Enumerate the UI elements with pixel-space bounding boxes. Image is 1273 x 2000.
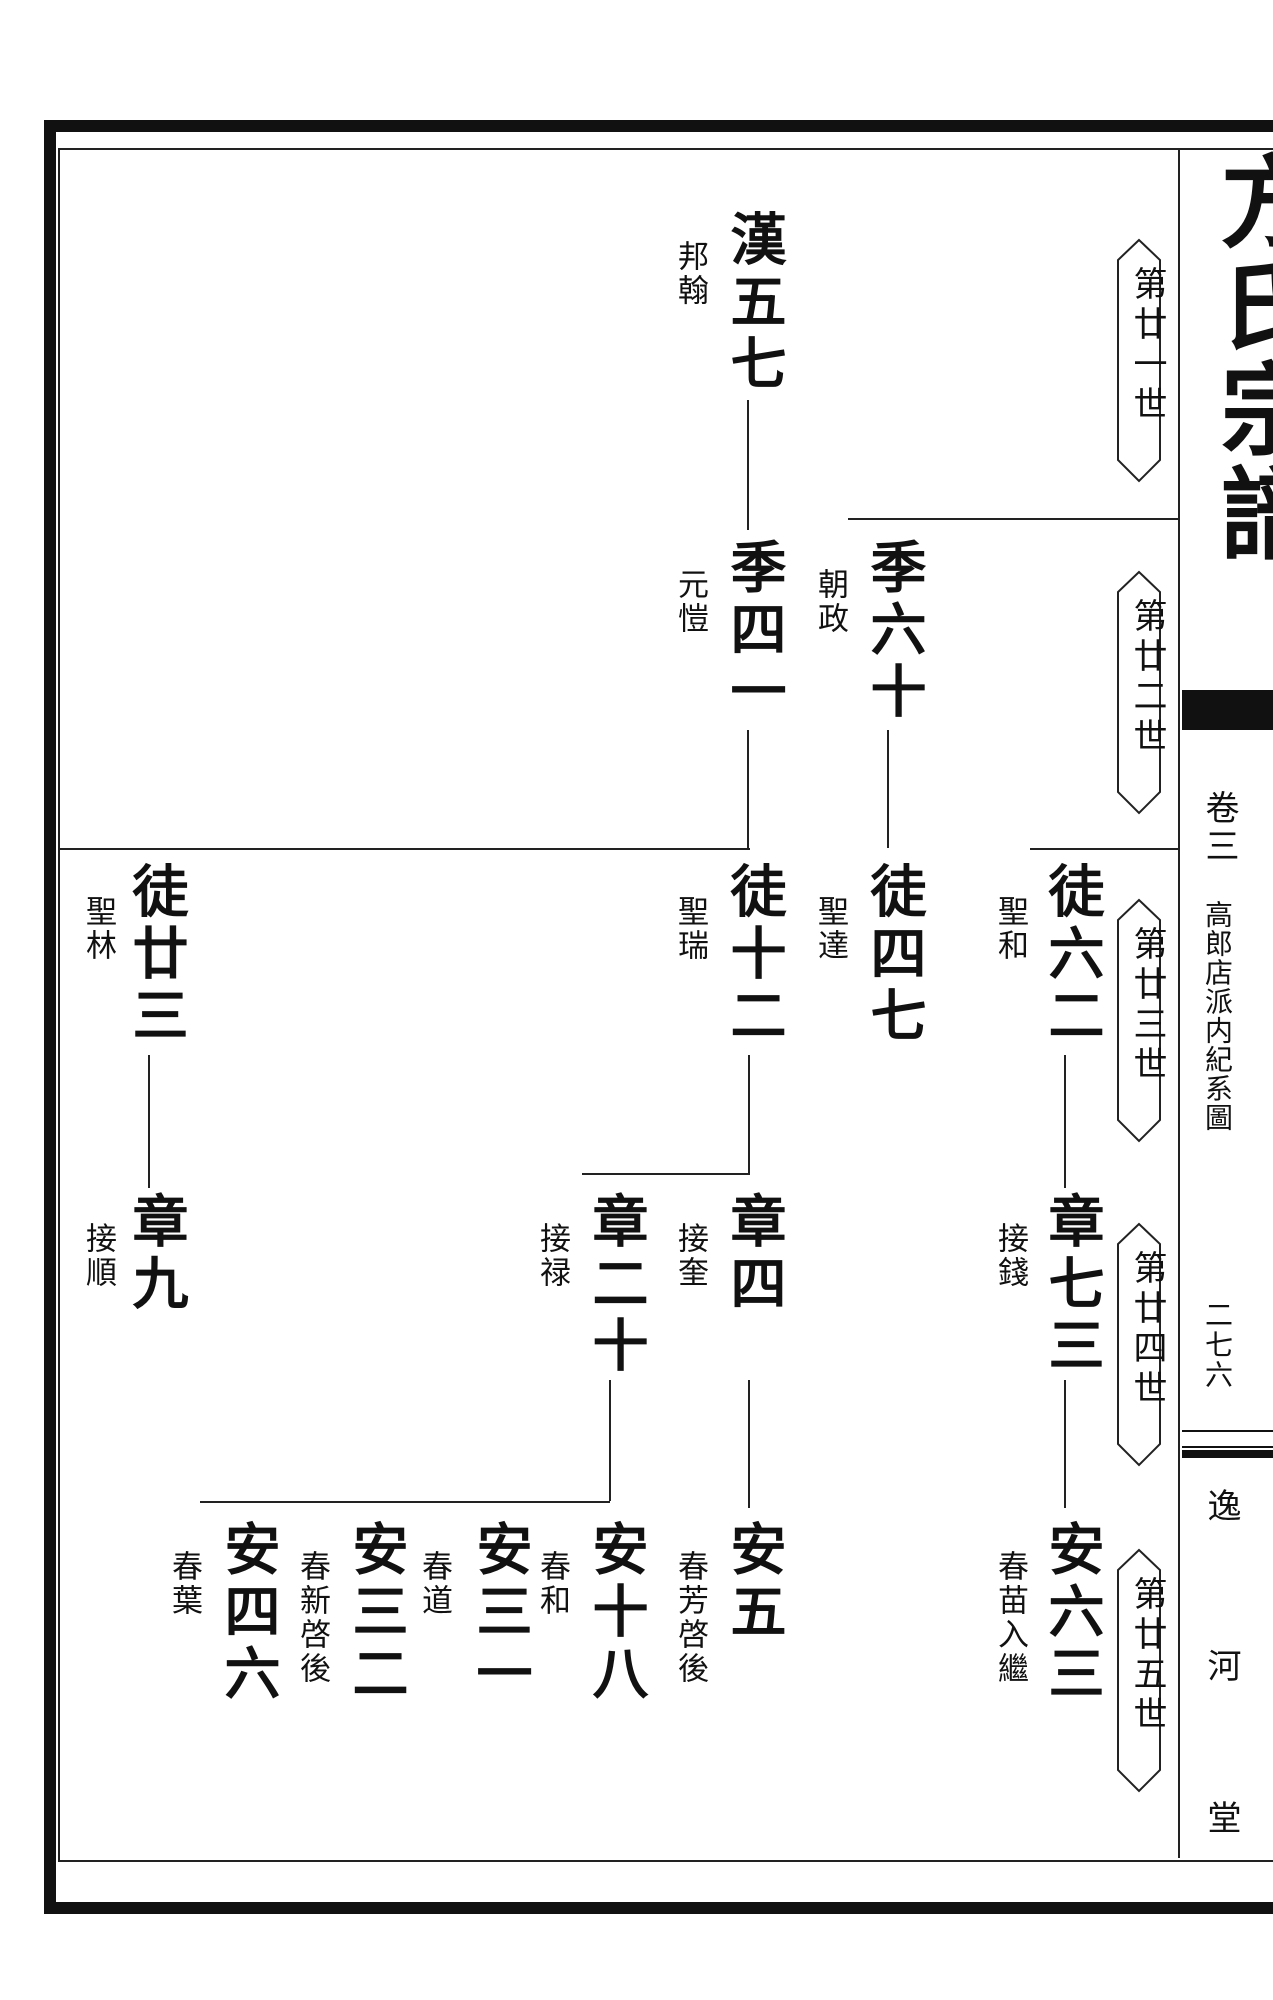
link-tu12-zhang4 <box>748 1055 750 1173</box>
person-alias-an46: 春葉 <box>166 1550 202 1618</box>
person-name-tu47: 徒四七 <box>861 862 927 1048</box>
person-name-han57: 漢五七 <box>721 210 787 396</box>
person-name-zhang9: 章九 <box>123 1192 189 1316</box>
person-alias-tu47: 聖達 <box>812 895 848 963</box>
link-tu23-zhang9 <box>148 1055 150 1188</box>
person-alias-tu23: 聖林 <box>80 895 116 963</box>
person-alias-zhang4: 接奎 <box>672 1222 708 1290</box>
person-name-an31: 安三一 <box>467 1520 533 1706</box>
branch-line-g22 <box>848 518 1178 520</box>
person-name-an32: 安三二 <box>343 1520 409 1706</box>
person-name-an5: 安五 <box>721 1520 787 1644</box>
person-alias-han57: 邦翰 <box>672 240 708 308</box>
person-name-zhang20: 章二十 <box>583 1192 649 1378</box>
person-alias-ji60: 朝政 <box>812 568 848 636</box>
page-frame <box>44 120 1273 1914</box>
person-alias-tu62: 聖和 <box>992 895 1028 963</box>
person-alias-zhang20: 接禄 <box>534 1222 570 1290</box>
person-alias-an31: 春道 <box>416 1550 452 1618</box>
branch-line-g24 <box>582 1173 750 1175</box>
person-alias-an32: 春新啓後 <box>294 1550 330 1686</box>
link-tu62-zhang73 <box>1064 1055 1066 1188</box>
person-name-zhang4: 章四 <box>721 1192 787 1316</box>
person-name-zhang73: 章七三 <box>1039 1192 1105 1378</box>
section-label: 高郎店派内紀系圖 <box>1201 900 1234 1132</box>
person-name-ji60: 季六十 <box>861 538 927 724</box>
person-alias-an18: 春和 <box>534 1550 570 1618</box>
generation-badge-22: 第廿二世 <box>1106 570 1172 815</box>
branch-line-g25 <box>200 1501 610 1503</box>
generation-badge-25: 第廿五世 <box>1106 1548 1172 1793</box>
person-name-tu12: 徒十二 <box>721 862 787 1048</box>
person-alias-zhang73: 接錢 <box>992 1222 1028 1290</box>
link-ji41-tu12 <box>747 730 749 848</box>
person-name-an63: 安六三 <box>1039 1520 1105 1706</box>
title-rule-thin <box>1182 728 1273 730</box>
inner-frame <box>58 148 1273 1862</box>
person-alias-an5: 春芳啓後 <box>672 1550 708 1686</box>
hall-name-3: 堂 <box>1201 1800 1241 1834</box>
book-title: 方氏宗譜 <box>1203 150 1273 566</box>
generation-badge-21: 第廿一世 <box>1106 238 1172 483</box>
person-alias-ji41: 元愷 <box>672 568 708 636</box>
hall-name-1: 逸 <box>1201 1488 1241 1522</box>
person-alias-an63: 春苗入繼 <box>992 1550 1028 1686</box>
person-name-an46: 安四六 <box>215 1520 281 1706</box>
volume-label: 卷三 <box>1199 790 1239 866</box>
page-number: 二七六 <box>1201 1300 1234 1390</box>
branch-line-g23-right <box>1030 848 1178 850</box>
link-han57-ji41 <box>747 400 749 530</box>
person-name-tu62: 徒六二 <box>1039 862 1105 1048</box>
person-name-an18: 安十八 <box>583 1520 649 1706</box>
link-ji60-tu47 <box>887 730 889 848</box>
generation-badge-24: 第廿四世 <box>1106 1222 1172 1467</box>
person-name-tu23: 徒廿三 <box>123 862 189 1048</box>
link-zhang73-an63 <box>1064 1380 1066 1508</box>
link-zhang20-an <box>609 1380 611 1501</box>
margin-divider <box>1178 150 1180 1858</box>
hall-rule-thick <box>1182 1450 1273 1458</box>
hall-rule <box>1182 1430 1273 1448</box>
person-name-ji41: 季四一 <box>721 538 787 724</box>
branch-line-g23-left <box>60 848 750 850</box>
person-alias-zhang9: 接順 <box>80 1222 116 1290</box>
title-rule <box>1182 690 1273 728</box>
person-alias-tu12: 聖瑞 <box>672 895 708 963</box>
hall-name-2: 河 <box>1201 1648 1241 1682</box>
generation-badge-23: 第廿三世 <box>1106 898 1172 1143</box>
link-zhang4-an5 <box>748 1380 750 1508</box>
